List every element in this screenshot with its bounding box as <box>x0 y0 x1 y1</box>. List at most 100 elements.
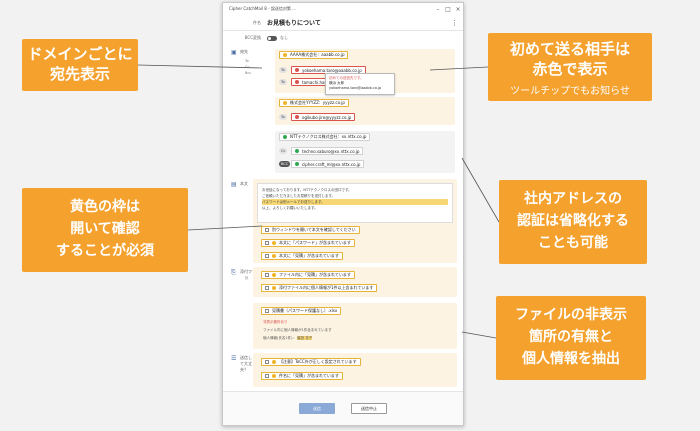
warning-icon <box>272 254 276 258</box>
recipient-address: techno.saburo@xx.nttx.co.jp <box>302 148 360 154</box>
attach-section: ⎘ 添付ファイル 計 ファイル内に「見積」が含まれています 添付ファイル内に個人… <box>223 267 463 351</box>
domain-header-yyyzz[interactable]: 株式会社YYYZZ：yyyzz.co.jp <box>279 99 349 107</box>
warning-icon <box>272 374 276 378</box>
list-check-icon: ☰ <box>231 355 237 362</box>
bcc-toggle-row: BCC変換 なし <box>223 31 463 45</box>
mail-check-window: Cipher CatchMail 8 - 誤送信対策 ... – □ × 件名 … <box>222 2 464 426</box>
hidden-area-note: 非表示箇所あり <box>263 320 288 324</box>
bcc-tag: BCC <box>279 161 291 167</box>
domain-name: AAAA株式会社：aaabb.co.jp <box>290 52 345 57</box>
cc-tag: Cc <box>279 148 288 154</box>
pii-note: ファイル内に個人情報が1件含まれています <box>263 328 332 332</box>
checkbox[interactable] <box>265 228 269 232</box>
more-menu-icon[interactable]: ⋮ <box>451 18 458 27</box>
paperclip-icon: ⎘ <box>231 269 236 276</box>
toggle-value: なし <box>280 35 288 40</box>
extra-label: 送信して大丈夫？ <box>240 355 252 372</box>
attach-count-label: 計 <box>245 276 249 280</box>
to-label: To <box>245 59 249 63</box>
check-text: 件名に「見積」が含まれています <box>279 373 339 378</box>
attach-check-1[interactable]: ファイル内に「見積」が含まれています <box>261 271 355 279</box>
body-preview[interactable]: お世話になっております。NTTテクノクロスの田口です。 ご依頼いただきましたお見… <box>257 183 453 223</box>
check-text: 添付ファイル内に個人情報が1件以上含まれています <box>279 285 374 290</box>
tooltip-warning: 初めての送信先です。 <box>329 76 364 80</box>
recipient-chip[interactable]: techno.saburo@xx.nttx.co.jp <box>291 147 364 155</box>
first-send-tooltip: 初めての送信先です。 横浜 太郎 yokoehama.taro@aaabb.co… <box>325 73 395 95</box>
recipient-address: tamachi.hana... <box>302 79 334 85</box>
send-button[interactable]: 送信 <box>299 403 335 414</box>
domain-name: NTTテクノクロス株式会社：xx.nttx.co.jp <box>290 134 367 139</box>
checkbox[interactable] <box>265 273 269 277</box>
checkbox[interactable] <box>265 241 269 245</box>
window-title: Cipher CatchMail 8 - 誤送信対策 ... <box>229 6 296 11</box>
recipient-address: cipher.craft_ml@xx.nttx.co.jp <box>302 161 361 167</box>
checkbox[interactable] <box>265 374 269 378</box>
file-chip[interactable]: 見積書（パスワード保護なし）.xlsx <box>261 307 342 315</box>
body-check-2[interactable]: 本文に「パスワード」が含まれています <box>261 239 355 247</box>
warning-icon <box>272 286 276 290</box>
document-icon: ▤ <box>231 181 237 188</box>
domain-name: 株式会社YYYZZ：yyyzz.co.jp <box>290 100 345 105</box>
callout-first-recipient: 初めて送る相手は 赤色で表示 ツールチップでもお知らせ <box>488 33 652 101</box>
recipients-section: ▣ 宛先 To Cc Bcc AAAA株式会社：aaabb.co.jp To y… <box>223 47 463 175</box>
cc-label: Cc <box>245 65 250 69</box>
domain-header-internal[interactable]: NTTテクノクロス株式会社：xx.nttx.co.jp <box>279 133 371 141</box>
check-text: ファイル内に「見積」が含まれています <box>279 272 351 277</box>
subject-label: 件名 <box>253 19 261 25</box>
maximize-icon[interactable]: □ <box>445 5 451 13</box>
body-check-3[interactable]: 本文に「見積」が含まれています <box>261 252 343 260</box>
check-text: 本文に「パスワード」が含まれています <box>279 240 351 245</box>
extra-section: ☰ 送信して大丈夫？ 【注意】ToCC外が正しく設定されています 件名に「見積」… <box>223 353 463 389</box>
body-line: 以上、よろしくお願いいたします。 <box>262 206 318 210</box>
body-label: 本文 <box>240 181 248 186</box>
subject-value: お見積もりについて <box>267 20 321 27</box>
tooltip-name: 横浜 太郎 <box>329 81 345 85</box>
bcc-label: Bcc <box>245 71 252 75</box>
body-check-1[interactable]: 別ウィンドウを開いて本文を確認してください <box>261 226 360 234</box>
title-bar: Cipher CatchMail 8 - 誤送信対策 ... – □ × <box>223 3 463 15</box>
toggle-switch[interactable] <box>267 35 277 41</box>
check-icon <box>295 162 299 166</box>
extra-check-2[interactable]: 件名に「見積」が含まれています <box>261 372 343 380</box>
address-book-icon: ▣ <box>231 49 237 56</box>
warning-icon <box>272 273 276 277</box>
to-tag: To <box>279 114 287 120</box>
attach-check-2[interactable]: 添付ファイル内に個人情報が1件以上含まれています <box>261 284 378 292</box>
recipients-label: 宛先 <box>240 49 248 54</box>
alert-icon <box>295 80 299 84</box>
subject-row: 件名 お見積もりについて ⋮ <box>223 15 463 31</box>
to-tag: To <box>279 79 287 85</box>
checkbox[interactable] <box>265 286 269 290</box>
body-line-highlight: パスワードは別メールでお送りします。 <box>262 199 448 205</box>
warning-icon <box>283 101 287 105</box>
recipient-chip[interactable]: ogikubo.jiro@yyyzz.co.jp <box>291 113 356 121</box>
close-icon[interactable]: × <box>455 5 461 13</box>
recipient-chip[interactable]: cipher.craft_ml@xx.nttx.co.jp <box>291 160 365 168</box>
tooltip-address: yokoehama.taro@aaabb.co.jp <box>329 86 382 90</box>
cancel-send-button[interactable]: 送信中止 <box>351 403 387 414</box>
file-name: 見積書（パスワード保護なし）.xlsx <box>272 308 338 313</box>
callout-domain-grouping: ドメインごとに 宛先表示 <box>22 39 138 91</box>
minimize-icon[interactable]: – <box>436 5 440 13</box>
footer: 送信 送信中止 <box>223 391 463 425</box>
recipient-address: ogikubo.jiro@yyyzz.co.jp <box>302 114 352 120</box>
callout-file-check: ファイルの非表示 箇所の有無と 個人情報を抽出 <box>496 296 646 380</box>
check-icon <box>295 149 299 153</box>
domain-header-aaabb[interactable]: AAAA株式会社：aaabb.co.jp <box>279 51 349 59</box>
checkbox[interactable] <box>265 254 269 258</box>
checkbox[interactable] <box>265 309 269 313</box>
alert-icon <box>295 115 299 119</box>
callout-internal-address: 社内アドレスの 認証は省略化する ことも可能 <box>499 180 647 264</box>
recipient-address: yokoehama.taro@aaabb.co.jp <box>302 67 362 73</box>
checkbox[interactable] <box>265 360 269 364</box>
check-text: 本文に「見積」が含まれています <box>279 253 339 258</box>
warning-icon <box>283 53 287 57</box>
to-tag: To <box>279 67 287 73</box>
check-text: 【注意】ToCC外が正しく設定されています <box>279 359 357 364</box>
body-line: ご依頼いただきましたお見積りを送付します。 <box>262 194 336 198</box>
extra-check-1[interactable]: 【注意】ToCC外が正しく設定されています <box>261 358 361 366</box>
attach-label: 添付ファイル <box>240 269 264 274</box>
toggle-label: BCC変換 <box>244 35 261 40</box>
body-line: お世話になっております。NTTテクノクロスの田口です。 <box>262 188 352 192</box>
warning-icon <box>272 360 276 364</box>
